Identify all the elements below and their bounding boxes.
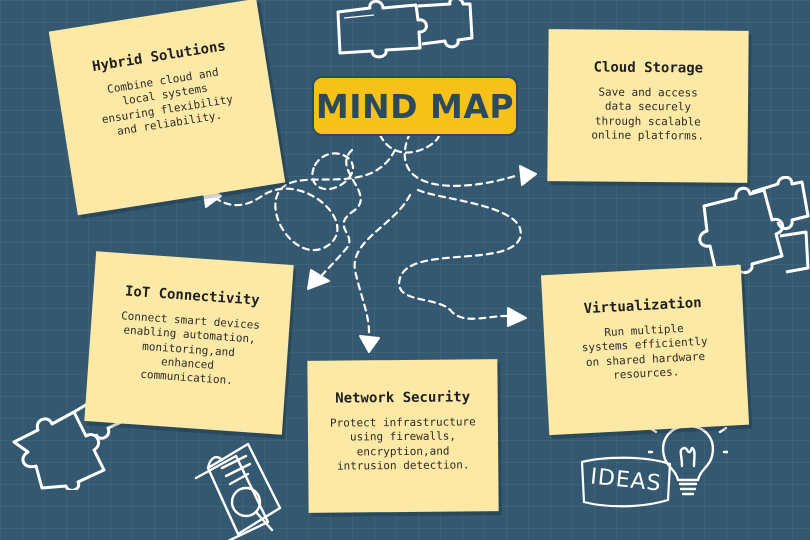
node-description: Connect smart devices enabling automatio… xyxy=(120,309,261,388)
arrowhead-virt xyxy=(507,307,527,327)
node-description: Protect infrastructure using firewalls, … xyxy=(329,415,476,473)
node-title: Cloud Storage xyxy=(593,59,704,77)
connector-to-netsec xyxy=(353,193,412,338)
node-description: Run multiple systems efficiently on shar… xyxy=(581,321,708,382)
connector-to-virt xyxy=(398,188,522,320)
mind-map-title-badge: MIND MAP xyxy=(312,76,518,136)
connector-to-iot xyxy=(316,148,362,282)
ideas-label: IDEAS xyxy=(589,463,663,497)
node-title: Virtualization xyxy=(583,294,703,318)
connector-loop xyxy=(311,152,354,191)
node-iot-connectivity: IoT Connectivity Connect smart devices e… xyxy=(84,251,294,435)
puzzle-piece-icon xyxy=(336,0,474,59)
node-title: Network Security xyxy=(335,389,471,407)
node-virtualization: Virtualization Run multiple systems effi… xyxy=(540,264,750,436)
lightbulb-icon xyxy=(648,418,728,496)
connector-to-hybrid xyxy=(210,148,397,252)
node-hybrid-solutions: Hybrid Solutions Combine cloud and local… xyxy=(48,0,286,216)
node-network-security: Network Security Protect infrastructure … xyxy=(307,359,499,513)
node-description: Save and access data securely through sc… xyxy=(591,85,705,143)
document-magnifier-icon xyxy=(194,442,282,540)
arrowhead-cloud xyxy=(519,165,537,186)
node-title: IoT Connectivity xyxy=(124,283,261,309)
arrowhead-netsec xyxy=(359,335,380,353)
puzzle-piece-icon xyxy=(698,176,810,274)
arrowhead-iot xyxy=(307,269,330,290)
page-title: MIND MAP xyxy=(315,86,515,126)
ideas-badge-outline xyxy=(580,456,672,508)
node-cloud-storage: Cloud Storage Save and access data secur… xyxy=(547,29,749,183)
